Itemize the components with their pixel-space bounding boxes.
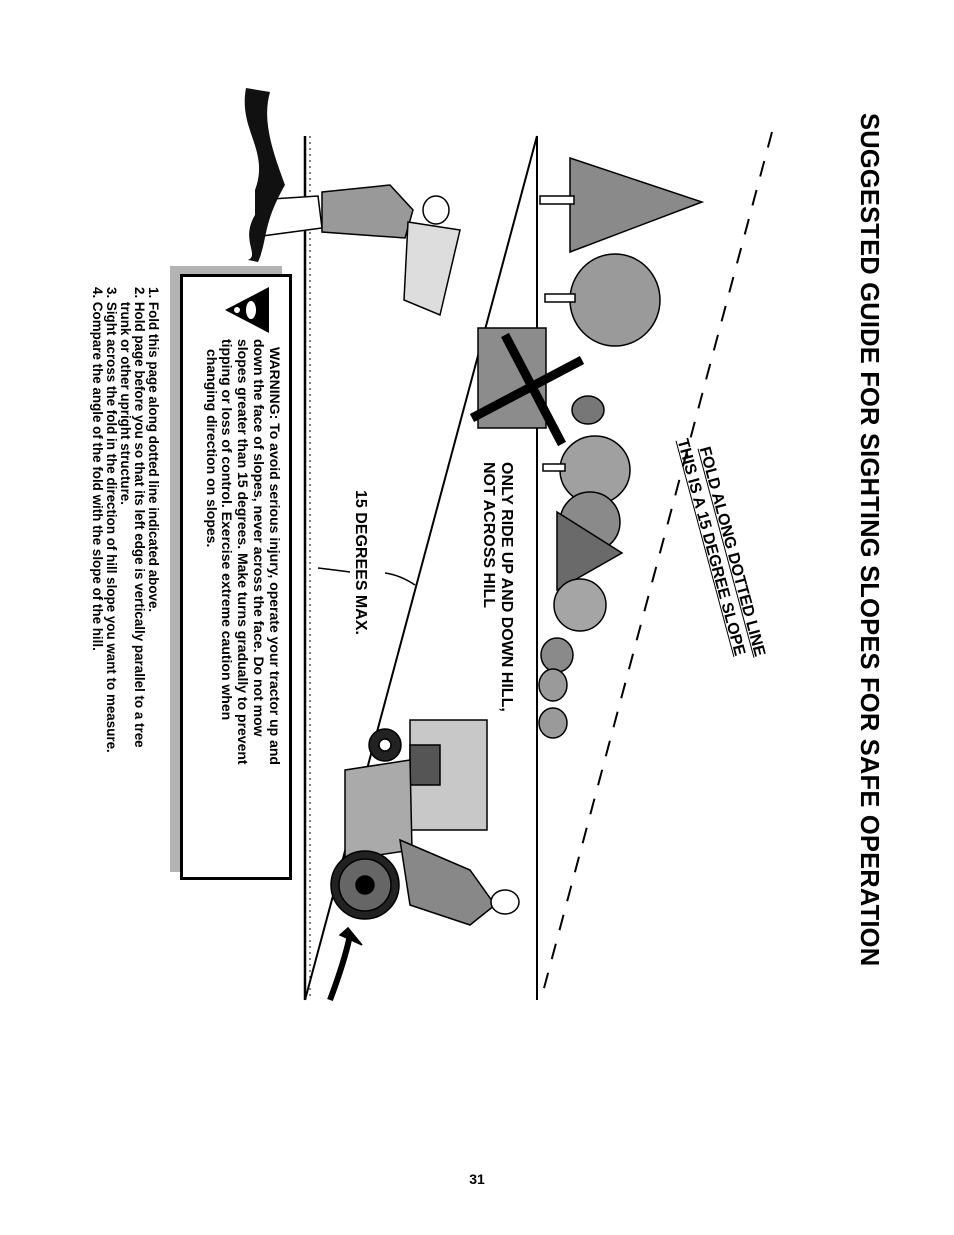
degree-arrows [317,567,416,586]
tractor-across-hill [469,327,605,447]
warning-line-2: down the face of slopes, never across th… [251,339,267,737]
warning-exclamation-triangle-icon [225,287,269,333]
page-number: 31 [469,1171,485,1187]
warning-line-3: slopes greater than 15 degrees. Make tur… [235,339,251,765]
tree-group [538,156,705,739]
instruction-step-3: 3. Sight across the fold in the directio… [104,287,119,753]
ride-direction-label-line2: NOT ACROSS HILL [480,462,497,609]
ride-direction-label-line1: ONLY RIDE UP AND DOWN HILL, [498,462,515,712]
instruction-step-2-cont: trunk or other upright structure. [118,287,133,505]
instruction-step-4: 4. Compare the angle of the fold with th… [90,287,105,651]
hill-slope-line [304,135,538,1001]
warning-line-1: WARNING: To avoid serious injury, operat… [267,347,283,765]
degrees-max-label: 15 DEGREES MAX. [352,490,369,635]
warning-line-5: changing direction on slopes. [204,349,220,548]
instruction-step-2: 2. Hold page before you so that its left… [132,287,147,748]
instruction-step-1: 1. Fold this page along dotted line indi… [146,287,161,613]
page-title: SUGGESTED GUIDE FOR SIGHTING SLOPES FOR … [855,113,883,967]
warning-box: WARNING: To avoid serious injury, operat… [180,274,292,880]
tractor-up-hill [327,719,520,1002]
person-shadow [244,88,285,262]
warning-line-4: tipping or loss of control. Exercise ext… [219,339,235,721]
